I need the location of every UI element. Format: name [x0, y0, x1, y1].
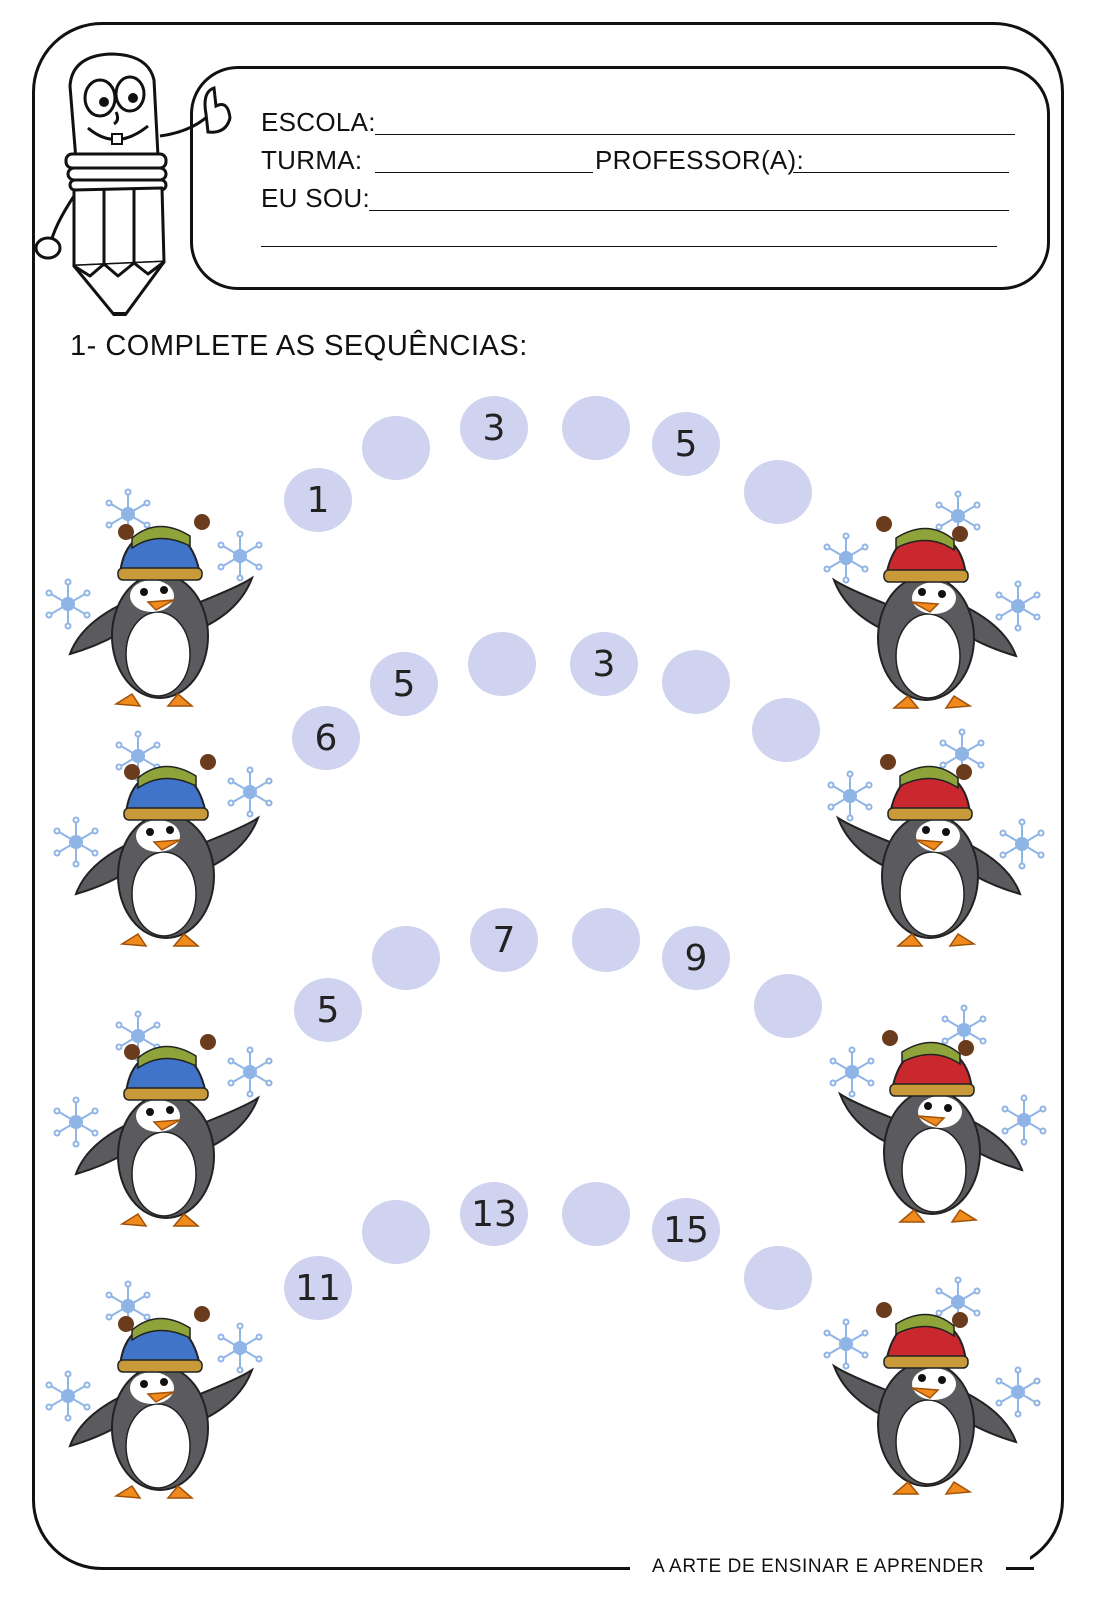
- sequence-bubble-blank[interactable]: [362, 416, 430, 480]
- sequence-bubble-blank[interactable]: [572, 908, 640, 972]
- penguin-right-1-icon: [823, 490, 1041, 709]
- sequence-bubble-blank[interactable]: [372, 926, 440, 990]
- sequence-bubble-blank[interactable]: [562, 396, 630, 460]
- penguin-left-3-icon: [53, 1010, 273, 1227]
- footer-credit: A ARTE DE ENSINAR E APRENDER: [652, 1556, 985, 1577]
- eu-sou-label: EU SOU:: [261, 183, 371, 213]
- escola-input-line[interactable]: [375, 134, 1015, 135]
- penguin-left-4-icon: [45, 1280, 263, 1499]
- sequence-bubble: 7: [470, 908, 538, 972]
- sequence-bubble-blank[interactable]: [362, 1200, 430, 1264]
- eu-sou-input-line[interactable]: [369, 210, 1009, 211]
- professor-label: PROFESSOR(A):: [595, 145, 805, 175]
- sequence-bubble-blank[interactable]: [744, 1246, 812, 1310]
- escola-label: ESCOLA:: [261, 107, 376, 137]
- penguin-right-3-icon: [829, 1004, 1047, 1223]
- penguin-left-2-icon: [53, 730, 273, 947]
- frame-gap: [630, 1556, 1030, 1586]
- sequence-bubble: 9: [662, 926, 730, 990]
- sequence-bubble-blank[interactable]: [752, 698, 820, 762]
- sequence-bubble-blank[interactable]: [754, 974, 822, 1038]
- professor-input-line[interactable]: [793, 172, 1009, 173]
- sequence-bubble: 15: [652, 1198, 720, 1262]
- header-box: ESCOLA: TURMA: PROFESSOR(A): EU SOU:: [190, 66, 1050, 290]
- sequence-bubble: 3: [460, 396, 528, 460]
- sequence-bubble: 5: [294, 978, 362, 1042]
- sequence-bubble: 6: [292, 706, 360, 770]
- sequence-bubble: 5: [652, 412, 720, 476]
- sequence-bubble-blank[interactable]: [744, 460, 812, 524]
- sequence-bubble-blank[interactable]: [562, 1182, 630, 1246]
- extra-input-line[interactable]: [261, 246, 997, 247]
- page-frame: [32, 22, 1064, 1570]
- footer-dash: [1006, 1567, 1034, 1570]
- pencil-mascot-icon: [34, 52, 232, 316]
- sequence-bubble: 13: [460, 1182, 528, 1246]
- turma-label: TURMA:: [261, 145, 363, 175]
- penguin-left-1-icon: [45, 488, 263, 707]
- sequence-bubble: 3: [570, 632, 638, 696]
- sequence-bubble-blank[interactable]: [468, 632, 536, 696]
- exercise-title: 1- COMPLETE AS SEQUÊNCIAS:: [70, 330, 528, 362]
- sequence-bubble: 1: [284, 468, 352, 532]
- penguin-right-4-icon: [823, 1276, 1041, 1495]
- sequence-bubble: 5: [370, 652, 438, 716]
- turma-input-line[interactable]: [375, 172, 593, 173]
- sequence-bubble-blank[interactable]: [662, 650, 730, 714]
- penguin-right-2-icon: [827, 728, 1045, 947]
- sequence-bubble: 11: [284, 1256, 352, 1320]
